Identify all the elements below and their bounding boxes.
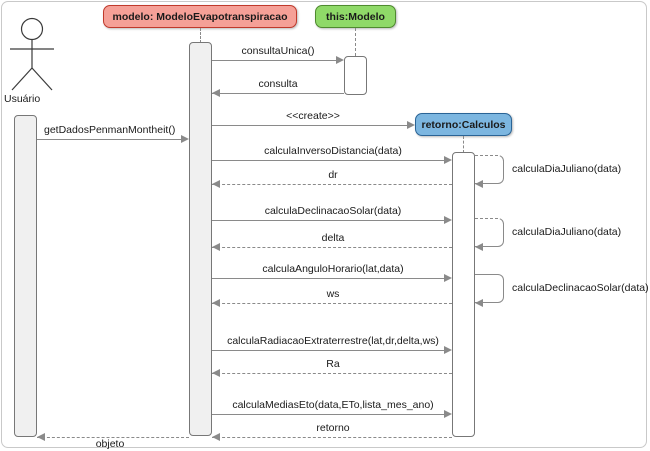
message-line-Ra [212, 373, 452, 374]
message-label-delta: delta [321, 232, 345, 244]
message-arrowhead-dr [212, 180, 220, 188]
self-message-arrowhead-calculaDeclinacaoSolar [475, 299, 483, 307]
message-arrowhead-delta [212, 243, 220, 251]
activation-bar-this-modelo [344, 56, 367, 95]
lifeline-header-retorno-calculos[interactable]: retorno:Calculos [415, 113, 512, 136]
message-line-delta [212, 247, 452, 248]
message-line-retorno [212, 437, 452, 438]
message-arrowhead-getDadosPenmanMontheit [181, 135, 189, 143]
message-line-dr [212, 184, 452, 185]
message-label-consulta: consulta [258, 78, 298, 90]
actor-label-usuario: Usuário [4, 93, 41, 105]
message-label-calculaDeclinacaoSolar-call: calculaDeclinacaoSolar(data) [264, 205, 402, 217]
message-arrowhead-calculaMediasEto [444, 410, 452, 418]
message-arrowhead-consultaUnica [336, 56, 344, 64]
message-arrowhead-objeto [37, 433, 45, 441]
message-arrowhead-calculaDeclinacaoSolar-call [444, 216, 452, 224]
message-line-calculaInversoDistancia [212, 160, 444, 161]
message-arrowhead-calculaRadiacaoExtraterrestre [444, 346, 452, 354]
message-label-create: <<create>> [286, 110, 340, 122]
message-label-dr: dr [328, 169, 338, 181]
message-label-calculaDiaJuliano-1: calculaDiaJuliano(data) [512, 163, 622, 175]
message-line-calculaMediasEto [212, 414, 444, 415]
message-line-consultaUnica [212, 60, 336, 61]
activation-bar-usuario [14, 115, 37, 437]
message-label-calculaRadiacaoExtraterrestre: calculaRadiacaoExtraterrestre(lat,dr,del… [227, 335, 439, 347]
message-arrowhead-Ra [212, 369, 220, 377]
message-line-objeto [37, 437, 189, 438]
message-label-calculaDiaJuliano-2: calculaDiaJuliano(data) [512, 226, 622, 238]
self-message-loop-calculaDiaJuliano-1 [475, 155, 504, 184]
message-arrowhead-retorno [212, 433, 220, 441]
message-label-Ra: Ra [326, 358, 340, 370]
message-label-retorno: retorno [316, 422, 350, 434]
lifeline-header-modelo[interactable]: modelo: ModeloEvapotranspiracao [103, 5, 297, 28]
lifeline-stem-modelo [200, 28, 201, 43]
self-message-arrowhead-calculaDiaJuliano-2 [475, 243, 483, 251]
message-label-getDadosPenmanMontheit: getDadosPenmanMontheit() [44, 124, 176, 136]
lifeline-stem-this-modelo [355, 28, 356, 56]
activation-bar-modelo [189, 42, 212, 436]
self-message-arrowhead-calculaDiaJuliano-1 [475, 180, 483, 188]
lifeline-header-this-modelo[interactable]: this:Modelo [315, 5, 396, 28]
message-label-objeto: objeto [95, 438, 125, 450]
message-label-consultaUnica: consultaUnica() [241, 45, 315, 57]
message-label-ws: ws [326, 288, 340, 300]
message-arrowhead-calculaInversoDistancia [444, 156, 452, 164]
message-arrowhead-create [407, 121, 415, 129]
lifeline-stem-retorno-calculos [463, 136, 464, 153]
message-label-calculaInversoDistancia: calculaInversoDistancia(data) [264, 145, 402, 157]
message-line-calculaRadiacaoExtraterrestre [212, 350, 444, 351]
actor-stick-figure-icon [10, 17, 54, 91]
message-line-calculaDeclinacaoSolar-call [212, 220, 444, 221]
message-arrowhead-ws [212, 299, 220, 307]
message-arrowhead-calculaAnguloHorario [444, 274, 452, 282]
message-line-create [212, 125, 407, 126]
message-line-calculaAnguloHorario [212, 278, 444, 279]
activation-bar-retorno-calculos [452, 152, 475, 437]
message-label-calculaDeclinacaoSolar-self: calculaDeclinacaoSolar(data) [512, 282, 649, 294]
message-line-ws [212, 303, 452, 304]
message-arrowhead-consulta [212, 89, 220, 97]
self-message-loop-calculaDeclinacaoSolar [475, 274, 504, 303]
message-line-getDadosPenmanMontheit [37, 139, 181, 140]
self-message-loop-calculaDiaJuliano-2 [475, 218, 504, 247]
message-label-calculaMediasEto: calculaMediasEto(data,ETo,lista_mes_ano) [232, 399, 434, 411]
message-line-consulta [212, 93, 344, 94]
message-label-calculaAnguloHorario: calculaAnguloHorario(lat,data) [262, 263, 404, 275]
